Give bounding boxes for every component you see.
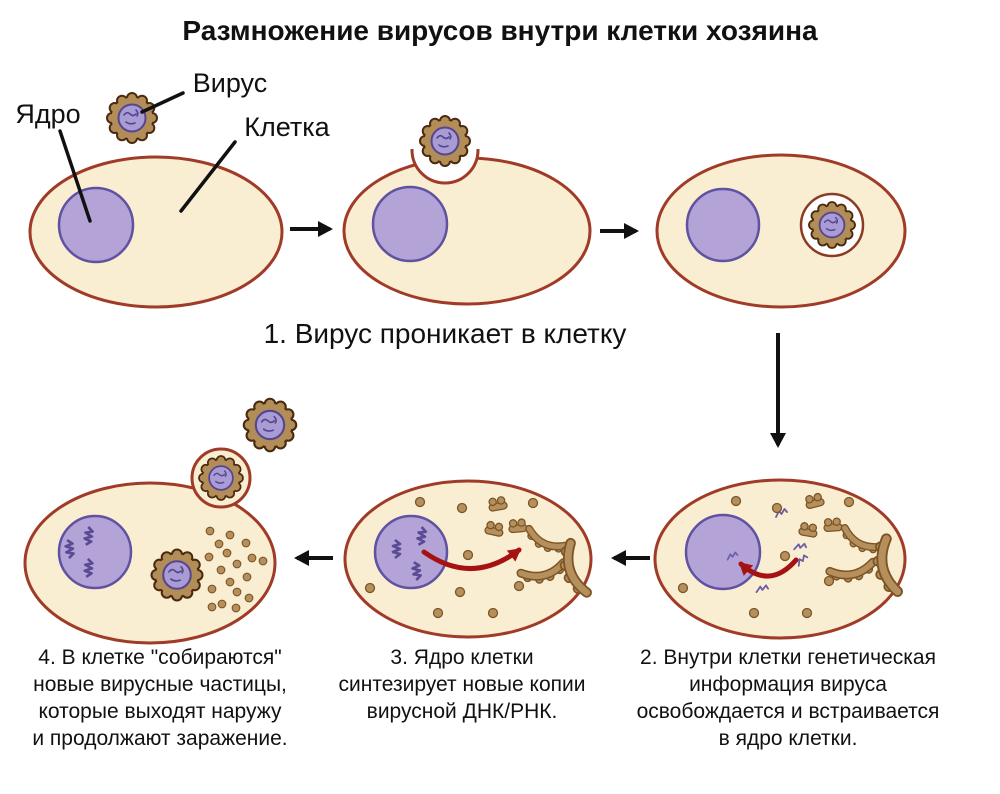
nucleus [371,185,449,263]
caption-line: и продолжают заражение. [32,727,287,750]
step-3-caption: 3. Ядро клетки синтезирует новые копии в… [339,646,586,723]
red-curved-arrow-out-of-nucleus [421,547,522,571]
virus-leader-line [140,91,185,114]
virus-label: Вирус [193,68,268,98]
caption-line: которые выходят наружу [38,700,282,723]
caption-line: освобождается и встраивается [637,700,940,723]
panel-6-assembly-release [23,397,298,645]
cell-leader-line [179,140,237,213]
nucleus [685,187,761,263]
nucleus [373,514,449,590]
caption-line: в ядро клетки. [719,727,858,750]
panel-2-virus-attaches [342,93,592,306]
panel-5-synthesis [343,479,593,639]
step-4-caption: 4. В клетке "собираются" новые вирусные … [32,646,287,750]
virus-icon [106,92,158,144]
nucleus-label: Ядро [15,99,80,129]
red-curved-arrow-into-nucleus [738,557,799,579]
caption-line: 2. Внутри клетки генетическая [640,646,936,669]
caption-line: 3. Ядро клетки [390,646,533,669]
legend-labels: Ядро Вирус Клетка [15,68,331,223]
step-2-caption: 2. Внутри клетки генетическая информация… [637,646,940,750]
panel-4-genetic-release [653,478,907,640]
released-virus-icon [242,397,298,453]
step-1-caption: 1. Вирус проникает в клетку [264,318,627,349]
panel-1-virus-approaches [28,92,284,309]
caption-line: новые вирусные частицы, [33,673,287,696]
caption-line: синтезирует новые копии [339,673,586,696]
panel-3-virus-inside [655,153,907,309]
nucleus [57,514,133,590]
caption-line: информация вируса [689,673,887,696]
caption-line: вирусной ДНК/РНК. [367,700,558,723]
caption-line: 4. В клетке "собираются" [38,646,281,669]
page-title: Размножение вирусов внутри клетки хозяин… [182,15,818,46]
nucleus [57,186,135,264]
nucleus-leader-line [58,129,92,223]
cell-label: Клетка [244,112,330,142]
nucleus [684,513,762,591]
